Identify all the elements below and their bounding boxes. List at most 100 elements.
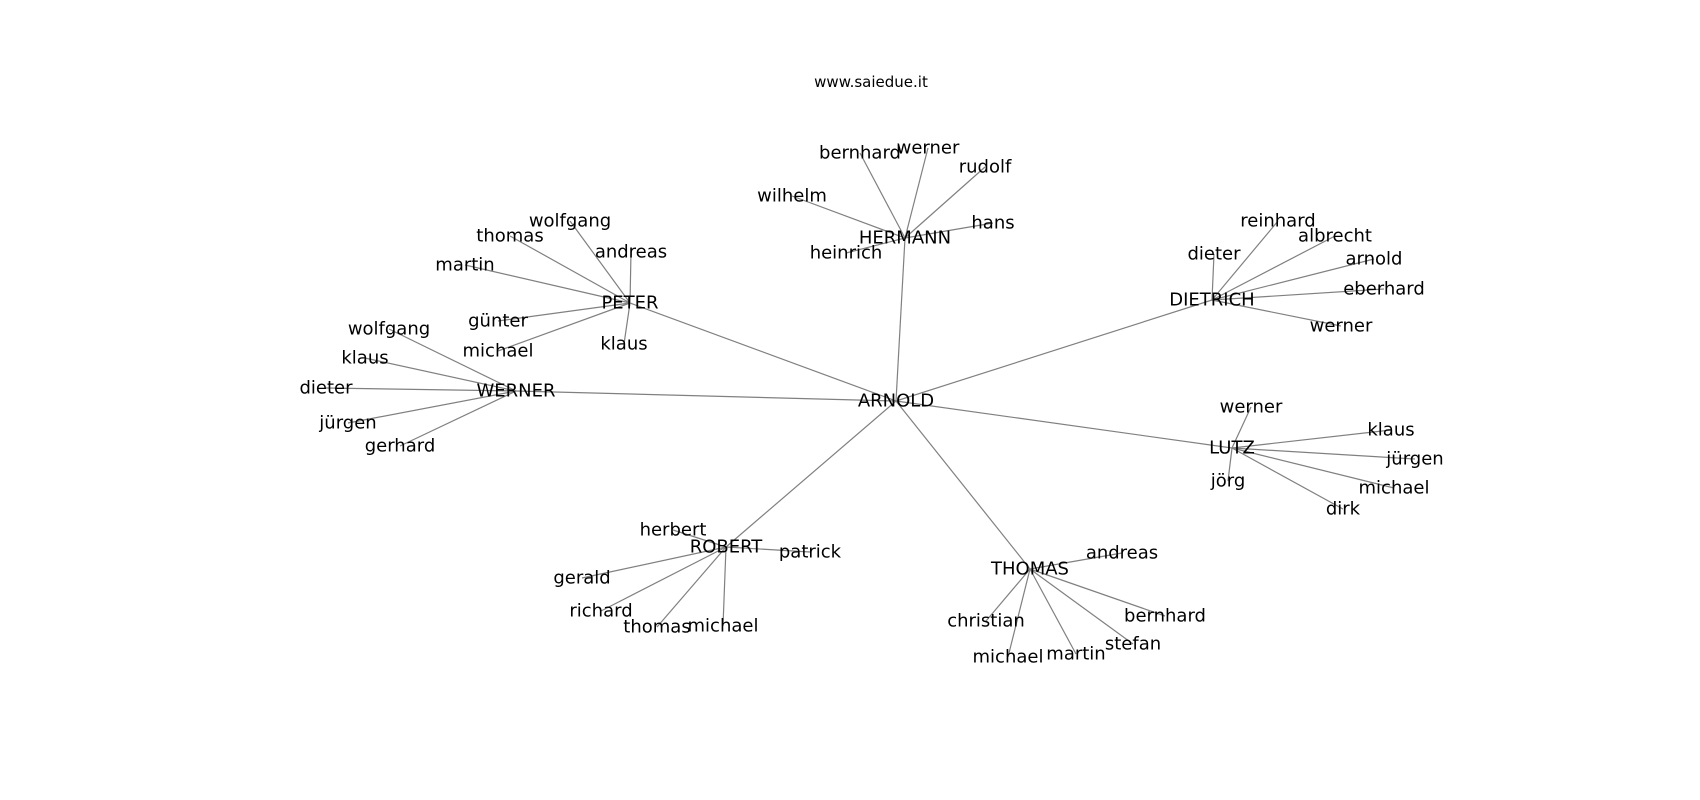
leaf-node-hermann-werner: werner bbox=[897, 138, 960, 159]
hub-node-hermann: HERMANN bbox=[859, 228, 951, 249]
edge-lutz-lutz_klaus bbox=[1231, 429, 1392, 449]
edge-peter-peter_wolfgang bbox=[569, 220, 631, 304]
edge-peter-peter_martin bbox=[464, 264, 631, 304]
leaf-node-thomas-christian: christian bbox=[947, 611, 1025, 632]
leaf-node-lutz-klaus: klaus bbox=[1367, 420, 1414, 441]
edge-peter-peter_andreas bbox=[629, 251, 632, 304]
edge-lutz-lutz_werner bbox=[1231, 406, 1252, 449]
hub-node-lutz: LUTZ bbox=[1209, 438, 1255, 459]
leaf-node-peter-andreas: andreas bbox=[595, 242, 667, 263]
leaf-node-thomas-andreas: andreas bbox=[1086, 543, 1158, 564]
edge-thomas-thomas_bernhard bbox=[1029, 568, 1166, 617]
edge-hermann-hermann_rudolf bbox=[904, 166, 986, 239]
edge-peter-peter_michael bbox=[497, 302, 631, 352]
edge-hermann-hermann_wilhelm bbox=[791, 195, 906, 239]
leaf-node-robert-thomas: thomas bbox=[623, 617, 690, 638]
leaf-node-hermann-bernhard: bernhard bbox=[819, 143, 901, 164]
leaf-node-thomas-stefan: stefan bbox=[1105, 634, 1161, 655]
leaf-node-werner-wolfgang: wolfgang bbox=[348, 319, 430, 340]
leaf-node-dietrich-albrecht: albrecht bbox=[1298, 226, 1372, 247]
leaf-node-robert-richard: richard bbox=[569, 601, 632, 622]
edge-peter-peter_klaus bbox=[623, 302, 631, 345]
leaf-node-peter-thomas: thomas bbox=[476, 226, 543, 247]
edge-werner-werner_wolfgang bbox=[388, 328, 517, 392]
leaf-node-peter-klaus: klaus bbox=[600, 334, 647, 355]
leaf-node-lutz-joerg: jörg bbox=[1210, 471, 1246, 492]
hub-node-thomas: THOMAS bbox=[990, 559, 1069, 580]
edge-thomas-thomas_andreas bbox=[1029, 552, 1123, 570]
leaf-node-thomas-bernhard: bernhard bbox=[1124, 606, 1206, 627]
leaf-node-lutz-juergen: jürgen bbox=[1385, 449, 1443, 470]
leaf-node-hermann-heinrich: heinrich bbox=[810, 243, 883, 264]
leaf-node-dietrich-arnold: arnold bbox=[1346, 249, 1403, 270]
edge-arnold-hermann bbox=[895, 237, 906, 402]
edge-dietrich-dietrich_dieter bbox=[1211, 253, 1215, 301]
edge-werner-werner_gerhard bbox=[399, 390, 517, 447]
edge-robert-robert_patrick bbox=[725, 546, 811, 553]
edge-lutz-lutz_dirk bbox=[1231, 447, 1344, 510]
leaf-node-thomas-michael: michael bbox=[973, 647, 1044, 668]
edge-arnold-dietrich bbox=[895, 299, 1213, 402]
edge-peter-peter_thomas bbox=[509, 235, 631, 304]
edge-arnold-thomas bbox=[895, 400, 1031, 570]
edge-werner-werner_dieter bbox=[325, 387, 517, 392]
hub-node-robert: ROBERT bbox=[690, 537, 764, 558]
edge-hermann-hermann_hans bbox=[904, 222, 994, 239]
hub-node-arnold: ARNOLD bbox=[858, 391, 934, 412]
edge-arnold-robert bbox=[725, 400, 897, 548]
leaf-node-robert-michael: michael bbox=[688, 616, 759, 637]
leaf-node-peter-martin: martin bbox=[435, 255, 494, 276]
hub-node-werner: WERNER bbox=[476, 381, 555, 402]
leaf-node-werner-dieter: dieter bbox=[299, 378, 353, 399]
leaf-node-lutz-michael: michael bbox=[1359, 478, 1430, 499]
edge-thomas-thomas_michael bbox=[1007, 568, 1031, 658]
leaf-node-dietrich-dieter: dieter bbox=[1187, 244, 1241, 265]
edge-robert-robert_thomas bbox=[656, 546, 727, 628]
leaf-node-robert-patrick: patrick bbox=[779, 542, 842, 563]
edge-layer bbox=[325, 147, 1416, 658]
watermark-text: www.saiedue.it bbox=[814, 73, 928, 91]
leaf-node-robert-gerald: gerald bbox=[553, 568, 610, 589]
edge-lutz-lutz_joerg bbox=[1227, 447, 1233, 482]
leaf-node-dietrich-reinhard: reinhard bbox=[1240, 211, 1315, 232]
edge-hermann-hermann_heinrich bbox=[845, 237, 906, 254]
edge-dietrich-dietrich_reinhard bbox=[1211, 220, 1279, 301]
edge-arnold-lutz bbox=[895, 400, 1233, 449]
edge-robert-robert_gerald bbox=[581, 546, 727, 579]
edge-werner-werner_juergen bbox=[347, 390, 517, 424]
leaf-node-peter-guenter: günter bbox=[468, 311, 528, 332]
leaf-node-lutz-werner: werner bbox=[1220, 397, 1283, 418]
edge-dietrich-dietrich_werner bbox=[1211, 299, 1342, 327]
edge-thomas-thomas_martin bbox=[1029, 568, 1077, 655]
edge-dietrich-dietrich_albrecht bbox=[1211, 235, 1336, 301]
edge-dietrich-dietrich_eberhard bbox=[1211, 288, 1385, 301]
edge-lutz-lutz_michael bbox=[1231, 447, 1395, 489]
edge-hermann-hermann_werner bbox=[904, 147, 929, 239]
leaf-node-dietrich-eberhard: eberhard bbox=[1343, 279, 1425, 300]
edge-lutz-lutz_juergen bbox=[1231, 447, 1416, 460]
node-label-layer: ARNOLD HERMANN DIETRICH PETER WERNER LUTZ ROBE… bbox=[299, 138, 1443, 668]
hub-node-dietrich: DIETRICH bbox=[1169, 290, 1254, 311]
leaf-node-hermann-wilhelm: wilhelm bbox=[757, 186, 827, 207]
leaf-node-hermann-rudolf: rudolf bbox=[959, 157, 1012, 178]
edge-robert-robert_richard bbox=[600, 546, 727, 612]
edge-arnold-peter bbox=[629, 302, 897, 402]
leaf-node-hermann-hans: hans bbox=[971, 213, 1014, 234]
leaf-node-robert-herbert: herbert bbox=[640, 520, 707, 541]
leaf-node-peter-michael: michael bbox=[463, 341, 534, 362]
hub-node-peter: PETER bbox=[601, 293, 658, 314]
leaf-node-dietrich-werner: werner bbox=[1310, 316, 1373, 337]
edge-arnold-werner bbox=[515, 390, 897, 402]
edge-robert-robert_herbert bbox=[672, 529, 727, 548]
leaf-node-werner-juergen: jürgen bbox=[318, 413, 376, 434]
edge-robert-robert_michael bbox=[722, 546, 727, 627]
leaf-node-werner-gerhard: gerhard bbox=[365, 436, 436, 457]
leaf-node-werner-klaus: klaus bbox=[341, 348, 388, 369]
edge-thomas-thomas_christian bbox=[985, 568, 1031, 622]
leaf-node-peter-wolfgang: wolfgang bbox=[529, 211, 611, 232]
edge-peter-peter_guenter bbox=[497, 302, 631, 322]
edge-thomas-thomas_stefan bbox=[1029, 568, 1134, 645]
leaf-node-thomas-martin: martin bbox=[1046, 644, 1105, 665]
edge-werner-werner_klaus bbox=[364, 357, 517, 392]
